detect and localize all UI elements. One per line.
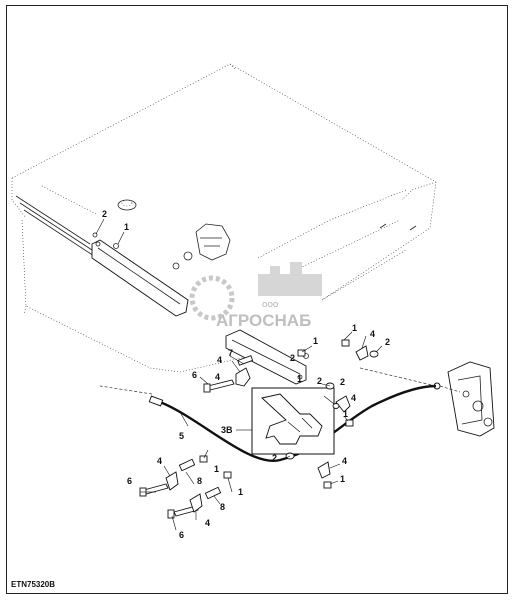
callout-6: 6 — [192, 370, 197, 380]
callout-5: 5 — [179, 431, 184, 441]
callout-2: 2 — [340, 377, 345, 387]
watermark-brand: АГРОСНАБ — [216, 311, 311, 330]
pivot-bracket — [433, 361, 495, 437]
lower-mounting-rail — [225, 329, 309, 385]
callout-1: 1 — [238, 487, 243, 497]
watermark-prefix: ООО — [262, 302, 279, 309]
callout-8: 8 — [220, 502, 225, 512]
inset-detail-3b — [251, 387, 335, 455]
callout-6: 6 — [179, 530, 184, 540]
callout-4: 4 — [217, 355, 222, 365]
callout-labels: 2 1 1 4 2 7 1 6 4 2 2 4 1 3B 5 2 4 1 4 8… — [102, 209, 390, 540]
callout-1: 1 — [214, 464, 219, 474]
callout-2: 2 — [272, 453, 277, 463]
callout-4: 4 — [351, 393, 356, 403]
callout-2: 2 — [290, 353, 295, 363]
callout-2: 2 — [317, 376, 322, 386]
callout-4: 4 — [205, 518, 210, 528]
callout-4: 4 — [157, 456, 162, 466]
callout-1: 1 — [313, 336, 318, 346]
callout-1: 1 — [343, 409, 348, 419]
callout-1: 1 — [297, 374, 302, 384]
callout-2: 2 — [102, 209, 107, 219]
callout-1: 1 — [352, 323, 357, 333]
callout-1: 1 — [340, 474, 345, 484]
leader-lines — [95, 218, 383, 531]
callout-8: 8 — [197, 476, 202, 486]
diagram-frame — [6, 5, 508, 594]
watermark-logo: ООО АГРОСНАБ — [189, 262, 322, 330]
figure-code: ETN75320B — [11, 580, 55, 589]
callout-7: 7 — [228, 348, 233, 358]
callout-3b: 3B — [221, 425, 233, 435]
callout-6: 6 — [127, 476, 132, 486]
upper-bracket-rail — [91, 232, 189, 317]
callout-4: 4 — [342, 456, 347, 466]
callout-4: 4 — [215, 372, 220, 382]
callout-2: 2 — [385, 337, 390, 347]
housing-body — [11, 63, 437, 373]
callout-4: 4 — [370, 329, 375, 339]
callout-1: 1 — [124, 222, 129, 232]
